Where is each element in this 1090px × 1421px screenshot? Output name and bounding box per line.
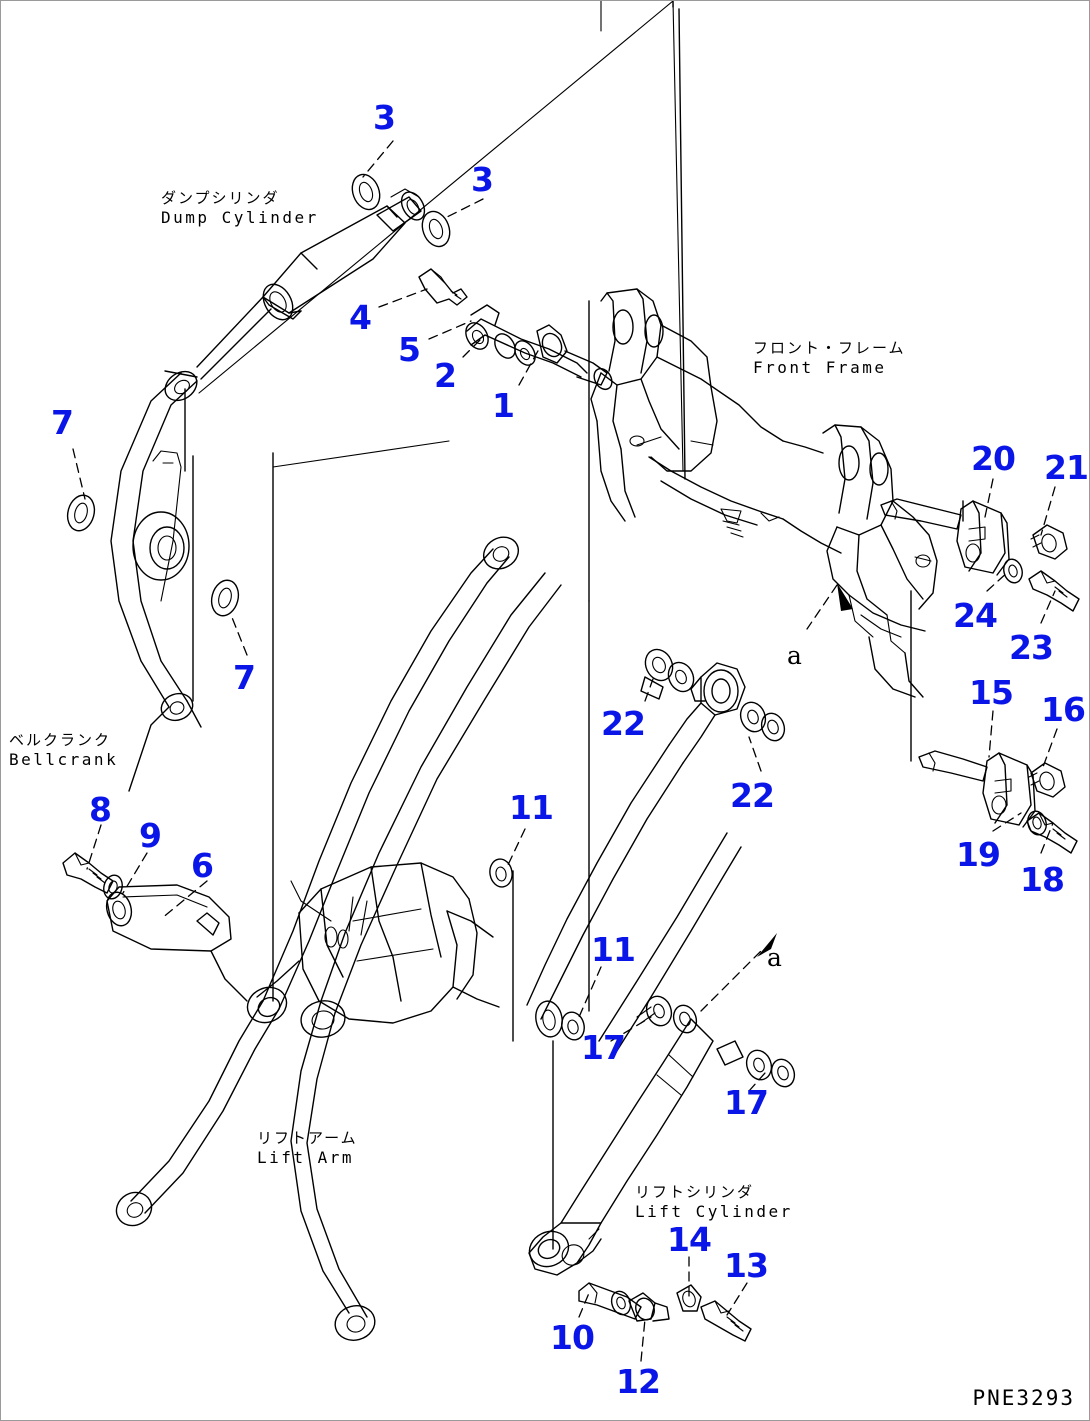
callout-16[interactable]: 16 xyxy=(1041,690,1086,729)
callout-15[interactable]: 15 xyxy=(969,673,1014,712)
callout-3-upper-left[interactable]: 3 xyxy=(373,98,396,137)
drawing-number: PNE3293 xyxy=(972,1386,1075,1410)
callout-22-upper[interactable]: 22 xyxy=(601,704,646,743)
callout-18[interactable]: 18 xyxy=(1020,860,1065,899)
callout-2[interactable]: 2 xyxy=(434,356,457,395)
part-label-lift-cylinder-jp: リフトシリンダ xyxy=(635,1183,755,1201)
callout-17-left[interactable]: 17 xyxy=(581,1028,626,1067)
part-label-lift-arm-jp: リフトアーム xyxy=(257,1129,358,1147)
part-label-lift-arm-en: Lift Arm xyxy=(257,1147,355,1167)
callout-7-center[interactable]: 7 xyxy=(233,658,256,697)
callout-17-right[interactable]: 17 xyxy=(724,1083,769,1122)
part-label-front-frame: フロント・フレーム Front Frame xyxy=(753,339,906,378)
part-label-bellcrank: ベルクランク Bellcrank xyxy=(9,731,118,770)
callout-3-upper-right[interactable]: 3 xyxy=(471,160,494,199)
callout-24[interactable]: 24 xyxy=(953,596,998,635)
callout-20[interactable]: 20 xyxy=(971,439,1016,478)
callout-7-left[interactable]: 7 xyxy=(51,403,74,442)
part-label-dump-cylinder: ダンプシリンダ Dump Cylinder xyxy=(161,189,319,228)
callout-11-upper[interactable]: 11 xyxy=(509,788,554,827)
callout-11-lower[interactable]: 11 xyxy=(591,930,636,969)
section-mark-a-upper: a xyxy=(787,641,802,670)
callout-14[interactable]: 14 xyxy=(667,1220,712,1259)
callout-10[interactable]: 10 xyxy=(550,1318,595,1357)
part-label-dump-cylinder-jp: ダンプシリンダ xyxy=(161,189,280,207)
part-label-front-frame-jp: フロント・フレーム xyxy=(753,339,906,357)
part-label-bellcrank-jp: ベルクランク xyxy=(9,731,112,749)
callout-13[interactable]: 13 xyxy=(724,1246,769,1285)
callout-12[interactable]: 12 xyxy=(616,1362,661,1401)
part-label-bellcrank-en: Bellcrank xyxy=(9,749,119,769)
callout-21[interactable]: 21 xyxy=(1044,448,1089,487)
callout-19[interactable]: 19 xyxy=(956,835,1001,874)
callout-4[interactable]: 4 xyxy=(349,298,372,337)
part-label-lift-arm: リフトアーム Lift Arm xyxy=(257,1129,358,1168)
callout-5[interactable]: 5 xyxy=(398,330,421,369)
callout-22-lower[interactable]: 22 xyxy=(730,776,775,815)
part-label-lift-cylinder-en: Lift Cylinder xyxy=(635,1201,793,1221)
callout-23[interactable]: 23 xyxy=(1009,628,1054,667)
part-label-dump-cylinder-en: Dump Cylinder xyxy=(161,207,319,227)
callout-9[interactable]: 9 xyxy=(139,816,162,855)
callout-1[interactable]: 1 xyxy=(492,386,515,425)
part-label-front-frame-en: Front Frame xyxy=(753,357,887,377)
section-mark-a-lower: a xyxy=(767,943,782,972)
callout-8[interactable]: 8 xyxy=(89,790,112,829)
part-label-lift-cylinder: リフトシリンダ Lift Cylinder xyxy=(635,1183,793,1222)
callout-6[interactable]: 6 xyxy=(191,846,214,885)
